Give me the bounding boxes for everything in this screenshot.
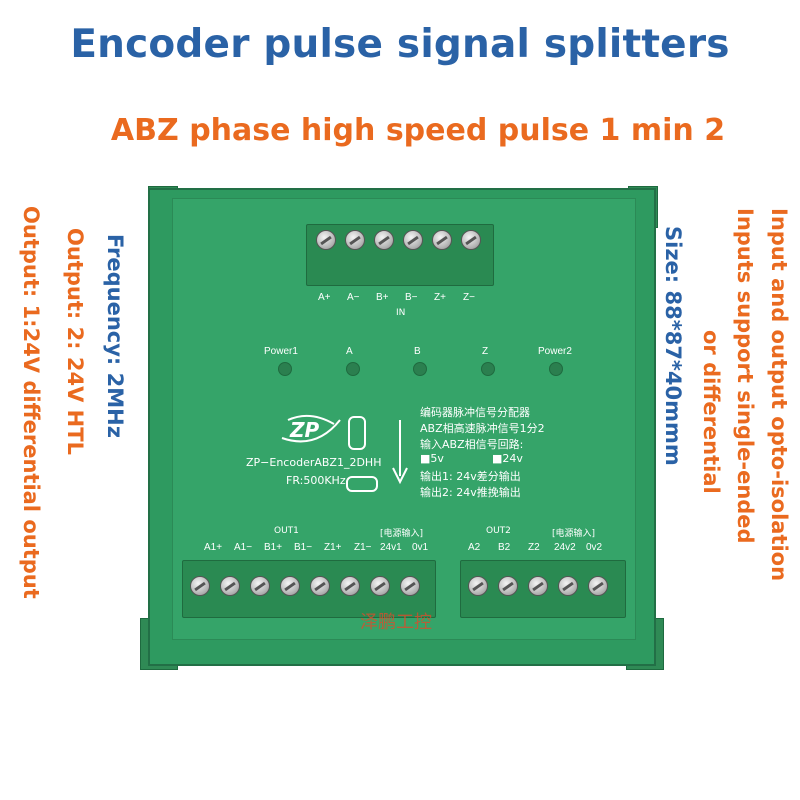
screw-icon (280, 576, 300, 596)
screw-icon (432, 230, 452, 250)
arrow-down-icon (392, 420, 408, 485)
screw-icon (498, 576, 518, 596)
spec-input-1: Input and output opto-isolation (767, 208, 791, 582)
pin-label: A+ (318, 292, 331, 303)
jumper-icon (348, 416, 366, 450)
screw-icon (220, 576, 240, 596)
pin-label: B− (405, 292, 418, 303)
in-tag: IN (396, 308, 406, 318)
pin-label: A1+ (204, 542, 223, 553)
screw-icon (340, 576, 360, 596)
screw-icon (190, 576, 210, 596)
page-subtitle: ABZ phase high speed pulse 1 min 2 (110, 113, 726, 148)
pin-label: A2 (468, 542, 481, 553)
screw-icon (374, 230, 394, 250)
screw-icon (316, 230, 336, 250)
option-5v: ■5v (420, 452, 444, 465)
out1-tag: OUT1 (274, 526, 299, 536)
out1-power-tag: [电源输入] (380, 529, 424, 539)
led-a-icon (346, 362, 360, 376)
option-24v: ■24v (492, 452, 523, 465)
pin-label: A− (347, 292, 360, 303)
model-label: ZP−EncoderABZ1_2DHH (246, 456, 382, 469)
led-label-a: A (346, 346, 353, 357)
led-label-b: B (414, 346, 421, 357)
pin-label: B2 (498, 542, 511, 553)
input-terminal-block (306, 224, 494, 286)
pin-label: 0v2 (586, 542, 603, 553)
pin-label: Z− (463, 292, 475, 303)
zp-logo-icon: ZP (276, 412, 346, 446)
page-title: Encoder pulse signal splitters (70, 22, 730, 67)
screw-icon (461, 230, 481, 250)
pin-label: 0v1 (412, 542, 429, 553)
spec-output-1: Output: 1:24V differential output (19, 206, 43, 599)
led-power2-icon (549, 362, 563, 376)
spec-input-3: or differential (699, 330, 723, 494)
jumper-icon (346, 476, 378, 492)
pin-label: B1+ (264, 542, 283, 553)
pin-label: 24v1 (380, 542, 402, 553)
spec-size: Size: 88*87*40mmm (661, 226, 685, 466)
freq-label: FR:500KHz (286, 474, 346, 487)
screw-icon (250, 576, 270, 596)
logo-text: ZP (290, 418, 320, 442)
screw-icon (468, 576, 488, 596)
screw-icon (403, 230, 423, 250)
spec-frequency: Frequency: 2MHz (103, 234, 127, 438)
screw-icon (588, 576, 608, 596)
led-label-power2: Power2 (538, 346, 572, 357)
screw-icon (345, 230, 365, 250)
pin-label: B+ (376, 292, 389, 303)
output-desc-2: 输出2: 24v推挽输出 (420, 486, 521, 499)
pin-label: Z1− (354, 542, 372, 553)
out2-power-tag: [电源输入] (552, 529, 596, 539)
pin-label: Z2 (528, 542, 540, 553)
out2-tag: OUT2 (486, 526, 511, 536)
led-label-power1: Power1 (264, 346, 298, 357)
pin-label: Z1+ (324, 542, 342, 553)
led-z-icon (481, 362, 495, 376)
output-desc-1: 输出1: 24v差分输出 (420, 470, 521, 483)
led-b-icon (413, 362, 427, 376)
silk-line-1: 编码器脉冲信号分配器 (420, 406, 530, 419)
silk-line-2: ABZ相高速脉冲信号1分2 (420, 422, 545, 435)
pin-label: 24v2 (554, 542, 576, 553)
watermark: 泽鹏工控 (360, 612, 432, 633)
led-power1-icon (278, 362, 292, 376)
pin-label: Z+ (434, 292, 446, 303)
silk-line-3: 输入ABZ相信号回路: (420, 438, 524, 451)
screw-icon (528, 576, 548, 596)
pin-label: A1− (234, 542, 253, 553)
screw-icon (370, 576, 390, 596)
led-label-z: Z (482, 346, 489, 357)
spec-input-2: Inputs support single-ended (733, 208, 757, 544)
spec-output-2: Output: 2: 24V HTL (63, 228, 87, 455)
pin-label: B1− (294, 542, 313, 553)
screw-icon (558, 576, 578, 596)
screw-icon (310, 576, 330, 596)
screw-icon (400, 576, 420, 596)
